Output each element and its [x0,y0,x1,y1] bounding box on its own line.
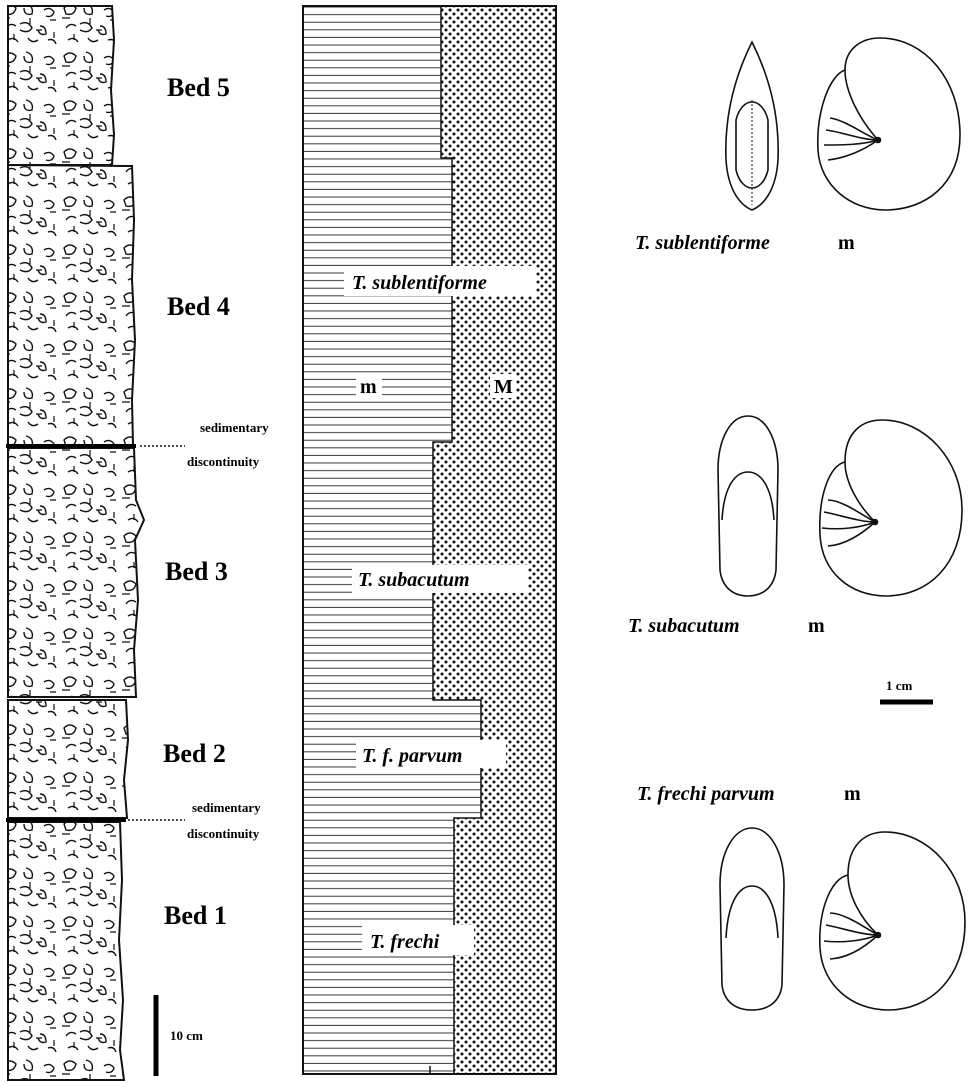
bed-label: Bed 4 [167,292,230,321]
discontinuity-label: discontinuity [187,454,260,469]
specimen-side-view [820,420,962,596]
zone-label: T. frechi [370,931,440,953]
bed-label: Bed 2 [163,739,226,768]
zone-label: T. subacutum [358,569,470,591]
specimen-label-suffix: m [844,783,861,805]
specimen-sublentiforme [726,38,960,210]
bed-label: Bed 1 [164,901,227,930]
macroconch-label: M [494,376,513,398]
discontinuity-label: discontinuity [187,826,260,841]
specimen-label: T. subacutum [628,615,740,637]
bed-label: Bed 3 [165,557,228,586]
specimen-frechi-parvum [720,828,965,1010]
specimen-front-view [718,416,778,596]
specimen-label: T. frechi parvum [637,783,775,805]
bed-3-block [8,448,144,697]
zone-label: T. sublentiforme [352,272,487,294]
specimen-side-view [818,38,960,210]
discontinuity-label: sedimentary [192,800,261,815]
specimen-label-suffix: m [838,232,855,254]
specimen-front-view [720,828,784,1010]
lithology-column [6,6,185,1080]
bed-4-block [8,165,135,445]
bed-1-block [8,822,124,1080]
bed-label: Bed 5 [167,73,230,102]
bed-5-block [8,6,114,165]
ratio-column [303,6,556,1074]
discontinuity-label: sedimentary [200,420,269,435]
section-scale-label: 10 cm [170,1028,203,1043]
bed-2-block [8,700,128,818]
specimen-side-view [820,832,965,1010]
zone-label: T. f. parvum [362,745,462,767]
microconch-label: m [360,376,377,398]
specimen-label-suffix: m [808,615,825,637]
specimen-scale-label: 1 cm [886,678,913,693]
specimen-subacutum [718,416,962,596]
specimen-label: T. sublentiforme [635,232,770,254]
